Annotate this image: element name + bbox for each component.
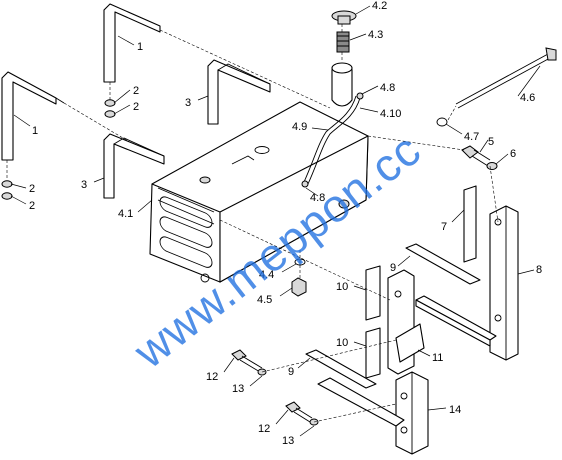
rod-4-6 (455, 47, 557, 109)
callout-4-1: 4.1 (118, 208, 133, 220)
strip-9-lower (305, 349, 377, 389)
callout-2-c: 2 (29, 183, 35, 195)
nut-2-group (1, 82, 116, 200)
callout-6: 6 (510, 148, 516, 160)
callout-2-b: 2 (133, 101, 139, 113)
leader-lines (10, 5, 541, 437)
callout-12-lower: 12 (258, 423, 270, 435)
bracket-11 (387, 269, 425, 375)
callout-4-2: 4.2 (372, 0, 387, 12)
callout-12-upper: 12 (206, 371, 218, 383)
callout-13-lower: 13 (282, 435, 294, 447)
callout-10-lower: 10 (336, 337, 348, 349)
callout-1-top: 1 (137, 41, 143, 53)
bracket-14 (317, 371, 429, 455)
hose-4-9 (301, 92, 364, 188)
pad-10-upper (365, 265, 381, 321)
bolt-5 (461, 145, 491, 167)
bolt-12-lower (285, 401, 313, 423)
callout-11: 11 (432, 352, 443, 364)
bracket-3-lower (103, 133, 165, 199)
callout-1-left: 1 (32, 125, 38, 137)
callout-3-lower: 3 (81, 179, 87, 191)
bolt-12-upper (231, 349, 263, 373)
callout-4-9: 4.9 (292, 121, 307, 133)
strap-1-top (103, 3, 331, 109)
callout-8: 8 (536, 264, 542, 276)
tank-4-1 (149, 101, 369, 283)
pad-10-lower (365, 327, 381, 379)
frame-bracket-8 (415, 205, 519, 361)
callout-2-d: 2 (29, 200, 35, 212)
callout-9-upper: 9 (390, 262, 396, 274)
callout-4-8-upper: 4.8 (380, 82, 395, 94)
callout-4-10: 4.10 (380, 108, 401, 120)
drain-plug-4-5 (291, 277, 307, 297)
callout-4-6: 4.6 (520, 92, 535, 104)
strainer-4-3 (336, 31, 350, 53)
callout-4-8-lower: 4.8 (310, 192, 325, 204)
callout-4-5: 4.5 (257, 294, 272, 306)
cap-4-2 (331, 10, 357, 25)
callout-labels: 1 1 2 2 2 2 3 3 4.1 4.2 4.3 4.4 4.5 4.6 … (29, 0, 542, 447)
bracket-3-upper (207, 59, 271, 125)
callout-9-lower: 9 (288, 366, 294, 378)
nut-6 (486, 162, 498, 170)
callout-7: 7 (441, 221, 447, 233)
callout-4-4: 4.4 (259, 269, 274, 281)
filler-neck (331, 62, 353, 107)
callout-10-upper: 10 (336, 281, 348, 293)
alignment-lines (219, 24, 499, 423)
callout-5: 5 (488, 136, 494, 148)
callout-14: 14 (449, 404, 461, 416)
pad-7 (463, 185, 477, 263)
callout-4-7: 4.7 (464, 131, 479, 143)
callout-2-a: 2 (133, 85, 139, 97)
callout-4-3: 4.3 (368, 29, 383, 41)
strap-1-left (1, 71, 161, 161)
callout-3-upper: 3 (185, 97, 191, 109)
strip-9-upper (405, 243, 481, 285)
callout-13-upper: 13 (232, 383, 244, 395)
seal-ring-4-7 (436, 117, 448, 127)
